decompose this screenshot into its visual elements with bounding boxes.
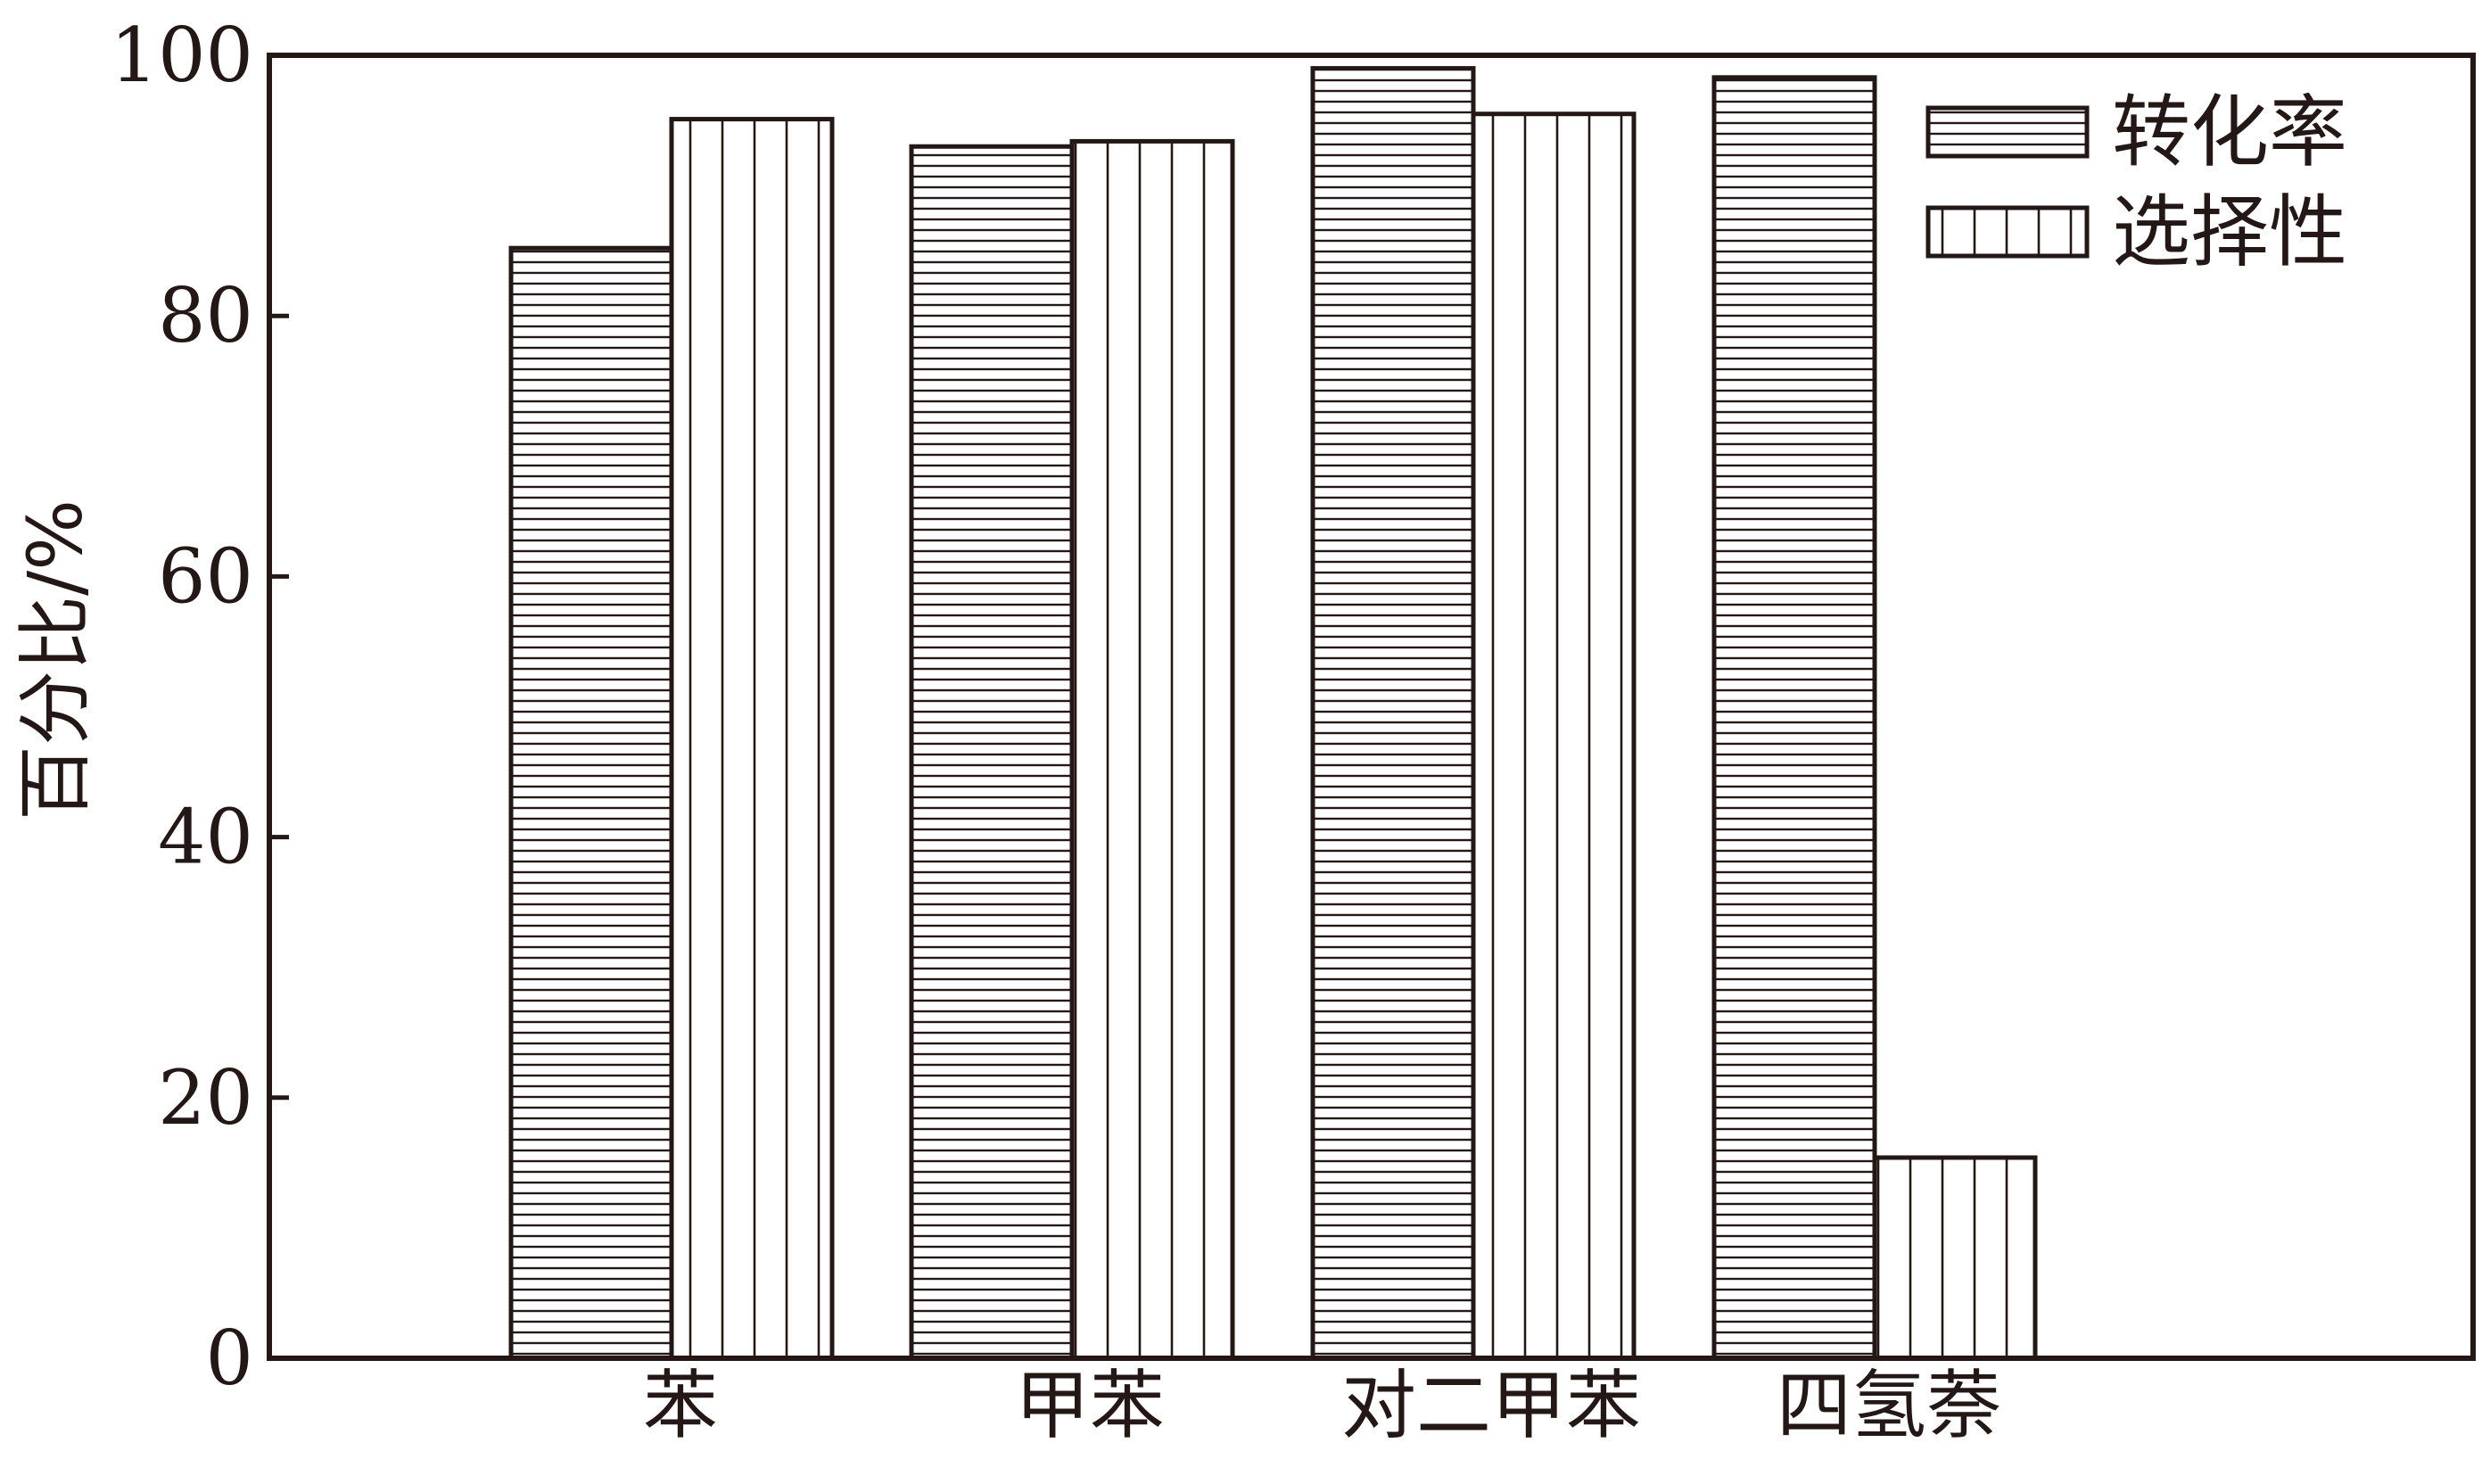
legend-swatch-selectivity (1925, 205, 2090, 259)
bar-selectivity (1872, 1155, 2038, 1361)
bar-conversion (909, 144, 1075, 1361)
legend-label: 选择性 (2112, 186, 2347, 278)
y-tick-label: 100 (111, 12, 253, 99)
bar-selectivity (1069, 138, 1235, 1361)
y-axis: 0 20 40 60 80 100 (111, 12, 289, 1402)
legend-label: 转化率 (2112, 87, 2347, 178)
bar-conversion (508, 245, 674, 1361)
y-tick-label: 80 (158, 272, 253, 359)
y-tick-label: 60 (158, 532, 253, 620)
x-axis: 苯 甲苯 对二甲苯 四氢萘 (643, 1362, 2001, 1449)
x-category-label: 对二甲苯 (1341, 1362, 1641, 1449)
bar-conversion (1310, 66, 1476, 1361)
x-category-label: 苯 (643, 1362, 718, 1449)
y-tick-label: 20 (158, 1054, 253, 1142)
x-category-label: 甲苯 (1015, 1362, 1165, 1449)
y-axis-label: 百分比/% (12, 499, 99, 820)
x-category-label: 四氢萘 (1777, 1362, 2001, 1449)
bar-selectivity (1471, 111, 1637, 1361)
bar-conversion (1711, 75, 1877, 1361)
legend-swatch-conversion (1925, 105, 2090, 159)
y-tick-label: 0 (206, 1315, 253, 1402)
bars-group (508, 66, 2038, 1361)
y-tick-label: 40 (158, 794, 253, 881)
plot-frame (267, 53, 2476, 1361)
bar-selectivity (669, 117, 835, 1361)
